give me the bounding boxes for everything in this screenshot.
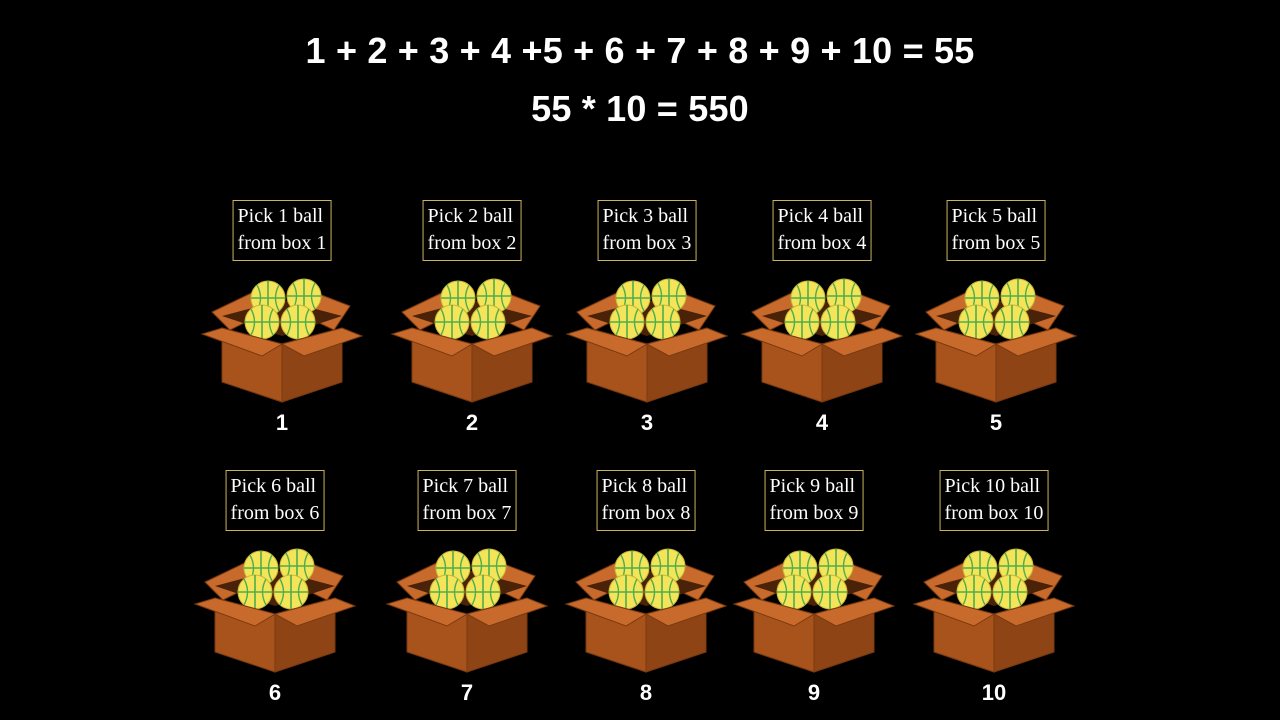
cardboard-box-icon: [912, 548, 1076, 673]
box-item-2: Pick 2 ball from box 2 2: [387, 200, 557, 450]
yellow-ball-icon: [470, 304, 506, 340]
cardboard-box-icon: [564, 548, 728, 673]
box-label-line-2: from box 7: [422, 502, 512, 524]
box-label-line-1: Pick 9 ball: [769, 475, 856, 497]
yellow-ball-icon: [237, 574, 273, 610]
box-label-line-2: from box 1: [237, 232, 327, 254]
box-label: Pick 9 ball from box 9: [764, 470, 864, 531]
box-item-1: Pick 1 ball from box 1 1: [197, 200, 367, 450]
cardboard-box-icon: [740, 278, 904, 403]
yellow-ball-icon: [434, 304, 470, 340]
cardboard-box-icon: [200, 278, 364, 403]
box-number: 4: [815, 410, 829, 435]
box-label: Pick 3 ball from box 3: [597, 200, 697, 261]
yellow-ball-icon: [286, 278, 322, 314]
yellow-ball-icon: [820, 304, 856, 340]
box-label-line-1: Pick 3 ball: [602, 205, 689, 227]
box-item-4: Pick 4 ball from box 4 4: [737, 200, 907, 450]
yellow-ball-icon: [644, 574, 680, 610]
box-number: 7: [460, 680, 474, 705]
box-label: Pick 7 ball from box 7: [417, 470, 517, 531]
box-item-10: Pick 10 ball from box 10 10: [909, 470, 1079, 720]
sum-equation: 1 + 2 + 3 + 4 +5 + 6 + 7 + 8 + 9 + 10 = …: [305, 30, 975, 71]
box-item-5: Pick 5 ball from box 5 5: [911, 200, 1081, 450]
box-number: 1: [275, 410, 289, 435]
yellow-ball-icon: [645, 304, 681, 340]
box-item-8: Pick 8 ball from box 8 8: [561, 470, 731, 720]
box-label-line-2: from box 5: [951, 232, 1041, 254]
product-equation: 55 * 10 = 550: [531, 88, 749, 129]
yellow-ball-icon: [608, 574, 644, 610]
box-number: 9: [807, 680, 821, 705]
yellow-ball-icon: [650, 548, 686, 584]
yellow-ball-icon: [784, 304, 820, 340]
box-label-line-2: from box 3: [602, 232, 692, 254]
box-number: 10: [981, 680, 1007, 705]
cardboard-box-icon: [914, 278, 1078, 403]
box-number: 8: [639, 680, 653, 705]
cardboard-box-icon: [193, 548, 357, 673]
box-label-line-1: Pick 2 ball: [427, 205, 514, 227]
box-number: 2: [465, 410, 479, 435]
box-label-line-1: Pick 6 ball: [230, 475, 317, 497]
box-label: Pick 5 ball from box 5: [946, 200, 1046, 261]
yellow-ball-icon: [994, 304, 1030, 340]
yellow-ball-icon: [244, 304, 280, 340]
yellow-ball-icon: [812, 574, 848, 610]
box-label-line-2: from box 9: [769, 502, 859, 524]
box-item-7: Pick 7 ball from box 7 7: [382, 470, 552, 720]
box-number: 6: [268, 680, 282, 705]
box-item-9: Pick 9 ball from box 9 9: [729, 470, 899, 720]
cardboard-box-icon: [732, 548, 896, 673]
box-label: Pick 10 ball from box 10: [939, 470, 1049, 531]
yellow-ball-icon: [429, 574, 465, 610]
box-label-line-1: Pick 7 ball: [422, 475, 509, 497]
yellow-ball-icon: [958, 304, 994, 340]
box-label-line-2: from box 6: [230, 502, 320, 524]
box-label-line-1: Pick 10 ball: [944, 475, 1041, 497]
box-label: Pick 1 ball from box 1: [232, 200, 332, 261]
cardboard-box-icon: [565, 278, 729, 403]
box-label-line-2: from box 2: [427, 232, 517, 254]
box-item-3: Pick 3 ball from box 3 3: [562, 200, 732, 450]
box-label-line-1: Pick 8 ball: [601, 475, 688, 497]
yellow-ball-icon: [273, 574, 309, 610]
box-number: 3: [640, 410, 654, 435]
box-number: 5: [989, 410, 1003, 435]
yellow-ball-icon: [279, 548, 315, 584]
box-label-line-2: from box 8: [601, 502, 691, 524]
box-label-line-1: Pick 4 ball: [777, 205, 864, 227]
cardboard-box-icon: [390, 278, 554, 403]
yellow-ball-icon: [280, 304, 316, 340]
box-label: Pick 8 ball from box 8: [596, 470, 696, 531]
box-label: Pick 2 ball from box 2: [422, 200, 522, 261]
yellow-ball-icon: [826, 278, 862, 314]
box-label-line-2: from box 4: [777, 232, 867, 254]
box-label-line-1: Pick 1 ball: [237, 205, 324, 227]
box-label: Pick 4 ball from box 4: [772, 200, 872, 261]
yellow-ball-icon: [465, 574, 501, 610]
yellow-ball-icon: [776, 574, 812, 610]
box-label: Pick 6 ball from box 6: [225, 470, 325, 531]
cardboard-box-icon: [385, 548, 549, 673]
box-label-line-1: Pick 5 ball: [951, 205, 1038, 227]
yellow-ball-icon: [956, 574, 992, 610]
box-item-6: Pick 6 ball from box 6 6: [190, 470, 360, 720]
box-label-line-2: from box 10: [944, 502, 1044, 524]
yellow-ball-icon: [818, 548, 854, 584]
yellow-ball-icon: [992, 574, 1028, 610]
yellow-ball-icon: [609, 304, 645, 340]
